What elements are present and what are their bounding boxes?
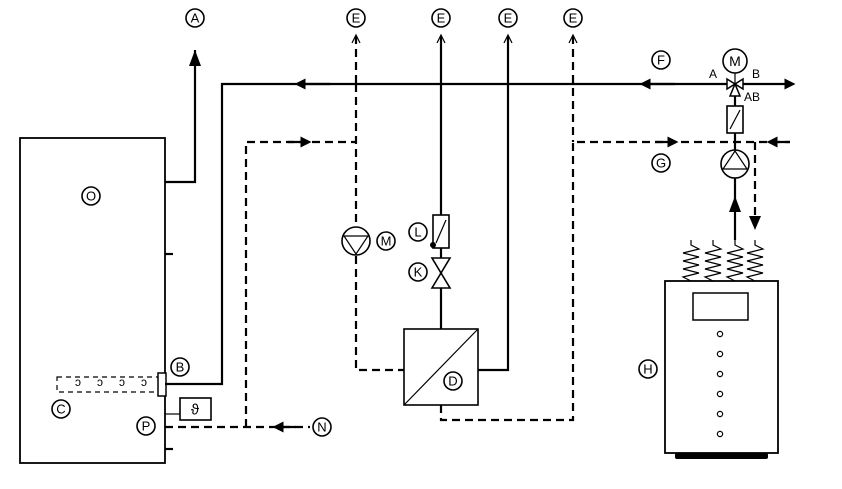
svg-text:B: B [176,360,185,375]
heat-exchanger-diagonal [403,328,479,406]
label-l: L [408,222,428,242]
pump-triangle [342,235,370,256]
boiler-indicator [716,350,724,358]
svg-text:K: K [414,265,423,280]
valve-port-a [726,77,737,91]
sensor-symbol: ϑ [191,402,200,419]
coil-turn: ↄ [97,375,103,389]
svg-text:E: E [437,11,446,26]
boiler-pump-triangle [721,149,749,170]
valve-port-ab [728,82,742,97]
boiler-check-flap [729,109,741,130]
boiler-indicator [716,330,724,338]
svg-text:L: L [414,225,421,240]
label-p: P [136,416,156,436]
valve-port-b-label: B [752,67,760,81]
vent-arrow [351,33,361,44]
label-e3: E [498,8,518,28]
svg-text:H: H [643,362,652,377]
shutoff-valve [430,257,452,289]
boiler-indicator [716,430,724,438]
svg-text:C: C [56,402,65,417]
svg-text:N: N [317,420,326,435]
valve-port-ab-label: AB [744,90,760,104]
riser-d-right [478,36,510,372]
label-g: G [651,153,671,173]
vent-arrow [568,33,578,44]
label-o: O [81,186,101,206]
label-e1: E [346,8,366,28]
label-d: D [443,371,463,391]
boiler-indicator [716,370,724,378]
arrow-up-a [189,50,201,66]
svg-text:E: E [504,11,513,26]
svg-text:P: P [142,419,151,434]
svg-text:O: O [86,189,96,204]
label-e2: E [431,8,451,28]
label-c: C [51,399,71,419]
svg-text:E: E [569,11,578,26]
label-e4: E [563,8,583,28]
arrow-up-boiler [729,196,741,212]
check-valve-dot [430,242,436,248]
vent-arrow [436,33,446,44]
svg-text:G: G [656,156,666,171]
coil-connection [157,372,167,397]
check-valve-flap [435,219,447,244]
svg-text:M: M [381,234,392,249]
vent-arrow [503,33,513,44]
boiler-hose [703,240,723,282]
coil-turn: ↄ [141,375,147,389]
temperature-sensor [179,397,212,421]
valve-motor [722,48,748,74]
valve-port-a-label: A [709,67,717,81]
coil-turn: ↄ [119,375,125,389]
supply-pipe-left [165,82,441,386]
boiler-display [692,292,749,321]
svg-text:A: A [191,11,200,26]
label-b: B [170,357,190,377]
valve-motor-label: M [729,53,741,69]
arrow-down-boiler [749,216,761,230]
outlet-pipe-a [165,50,197,184]
coil-turn: ↄ [75,375,81,389]
label-k: K [408,262,428,282]
boiler-hose [745,240,765,282]
label-f: F [651,50,671,70]
svg-text:F: F [657,53,665,68]
circ-line-m-bottom [354,256,404,372]
label-m: M [376,231,396,251]
boiler-indicator [716,410,724,418]
boiler-hose [681,240,701,282]
boiler-hose [725,240,745,282]
label-a: A [185,8,205,28]
boiler-base [675,453,768,459]
label-n: N [312,417,332,437]
boiler-pump [720,149,750,179]
return-pipe-left [244,140,356,427]
valve-port-b [733,77,744,91]
boiler-indicator [716,390,724,398]
circulation-pump [341,226,371,256]
label-h: H [638,359,658,379]
svg-text:D: D [448,374,457,389]
svg-text:E: E [352,11,361,26]
return-pipe-right [439,140,790,422]
